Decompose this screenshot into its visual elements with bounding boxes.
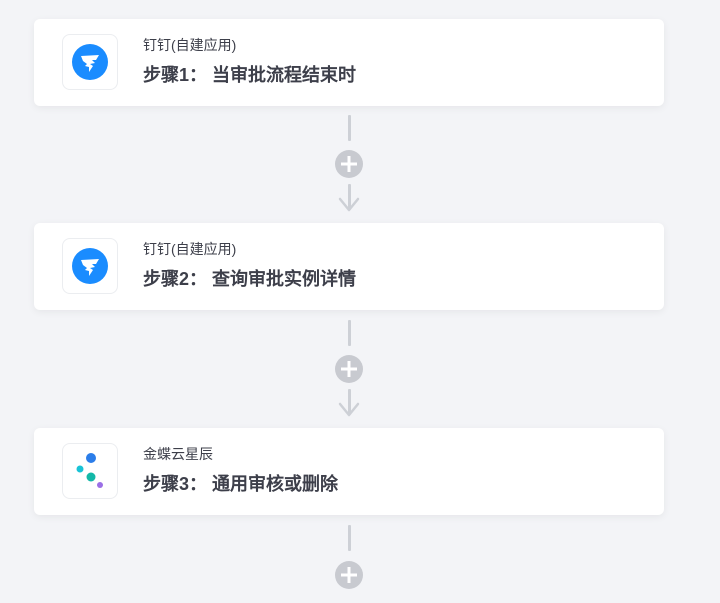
step-title: 步骤3： 通用审核或删除 [143, 474, 339, 494]
dingtalk-logo [62, 238, 118, 294]
add-step-button[interactable] [335, 561, 363, 589]
plus-icon [341, 567, 357, 583]
connector-line [347, 389, 351, 415]
app-name: 钉钉(自建应用) [143, 241, 237, 257]
arrow-down-icon [338, 402, 360, 417]
step-title: 步骤1： 当审批流程结束时 [143, 65, 357, 85]
arrow-down-icon [338, 197, 360, 212]
step-card-1[interactable]: 钉钉(自建应用) 步骤1： 当审批流程结束时 [34, 19, 664, 106]
connector-line [347, 115, 351, 141]
step-card-3[interactable]: 金蝶云星辰 步骤3： 通用审核或删除 [34, 428, 664, 515]
connector-line [347, 525, 351, 551]
plus-icon [341, 361, 357, 377]
connector-line [347, 320, 351, 346]
app-name: 金蝶云星辰 [143, 446, 213, 462]
app-name: 钉钉(自建应用) [143, 37, 237, 53]
kingdee-logo [62, 443, 118, 499]
connector-line [347, 184, 351, 210]
add-step-button[interactable] [335, 355, 363, 383]
plus-icon [341, 156, 357, 172]
dingtalk-logo [62, 34, 118, 90]
step-title: 步骤2： 查询审批实例详情 [143, 269, 357, 289]
dingtalk-icon [72, 44, 108, 80]
step-card-2[interactable]: 钉钉(自建应用) 步骤2： 查询审批实例详情 [34, 223, 664, 310]
add-step-button[interactable] [335, 150, 363, 178]
dingtalk-icon [72, 248, 108, 284]
kingdee-icon [76, 453, 103, 488]
